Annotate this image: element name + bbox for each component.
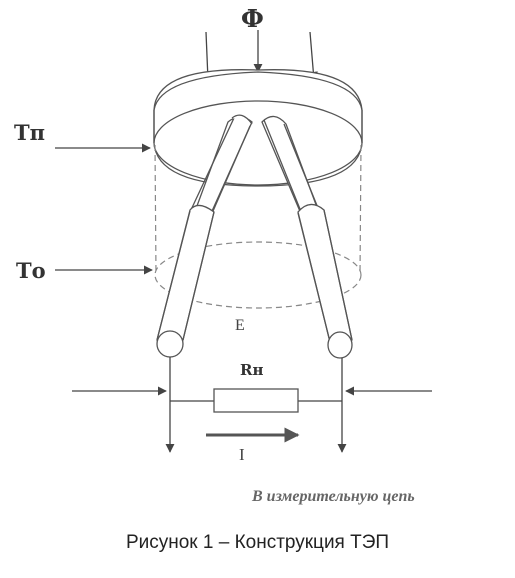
left-thermoelectrode [156, 114, 253, 358]
hot-temp-label: Тп [14, 120, 45, 145]
load-resistor [213, 388, 299, 413]
output-wires [165, 357, 347, 453]
dashed-cylinder [154, 144, 362, 309]
right-thermoelectrode [261, 115, 353, 359]
label-pointers [55, 143, 153, 275]
flux-label: Ф [241, 4, 264, 33]
emf-label: E [235, 317, 245, 334]
output-note: В измерительную цепь [251, 488, 415, 505]
load-resistor-label: Rн [240, 361, 263, 379]
top-disc [153, 69, 363, 187]
cold-temp-label: То [16, 258, 46, 283]
current-label: I [239, 445, 245, 464]
figure-caption: Рисунок 1 – Конструкция ТЭП [125, 532, 390, 553]
